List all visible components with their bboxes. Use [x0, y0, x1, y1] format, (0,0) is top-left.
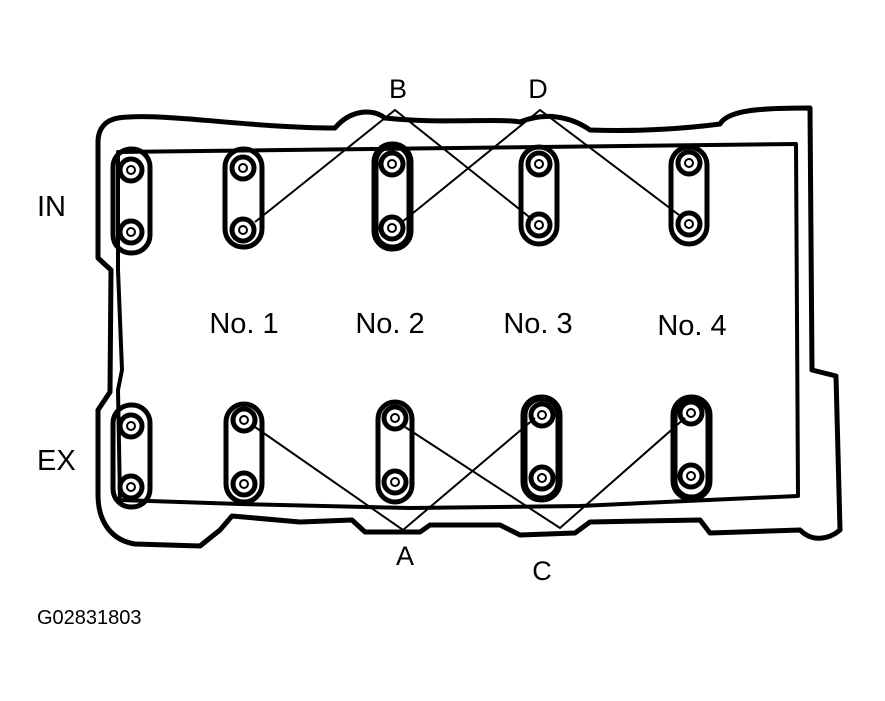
bolt-head	[675, 210, 703, 238]
bolt-head	[117, 473, 145, 501]
head-outline	[95, 105, 843, 549]
intake-cap-5	[668, 144, 710, 247]
leader-lines	[254, 108, 686, 532]
bolt-head	[230, 470, 258, 498]
figure-code: G02831803	[37, 607, 142, 629]
exhaust-cap-4	[520, 394, 563, 503]
bolt-head	[525, 150, 553, 178]
leader-c	[404, 417, 686, 530]
point-label-d: D	[528, 74, 548, 104]
leader-b	[254, 108, 534, 223]
bolt-head	[381, 468, 409, 496]
cylinder-label-2: No. 2	[355, 308, 424, 340]
intake-cap-4	[518, 144, 560, 247]
bolt-head	[229, 154, 257, 182]
cylinder-label-3: No. 3	[503, 308, 572, 340]
bolt-head	[528, 464, 556, 492]
cylinder-label-1: No. 1	[209, 308, 278, 340]
bolt-head	[117, 412, 145, 440]
exhaust-cap-2	[223, 401, 265, 505]
exhaust-cap-5	[670, 394, 713, 502]
bolt-head	[378, 214, 406, 242]
bolt-head	[117, 218, 145, 246]
intake-cap-1	[110, 146, 153, 256]
point-label-a: A	[396, 541, 414, 571]
exhaust-cap-1	[110, 402, 153, 510]
leader-d	[401, 108, 684, 223]
bolt-head	[675, 149, 703, 177]
bolt-head	[230, 406, 258, 434]
bolt-head	[117, 156, 145, 184]
bolt-head	[525, 211, 553, 239]
bolt-head	[229, 216, 257, 244]
intake-cap-2	[222, 146, 265, 250]
bolt-head	[677, 462, 705, 490]
point-label-c: C	[532, 556, 552, 586]
bolt-head	[381, 404, 409, 432]
bolt-head	[528, 401, 556, 429]
intake-label: IN	[37, 191, 66, 223]
bolt-head	[378, 150, 406, 178]
bolt-head	[677, 399, 705, 427]
exhaust-label: EX	[37, 445, 76, 477]
intake-cap-3	[371, 141, 414, 252]
cylinder-label-4: No. 4	[657, 310, 726, 342]
exhaust-cap-3	[375, 399, 415, 505]
leader-a	[254, 417, 536, 532]
inner-frame	[116, 142, 800, 510]
point-label-b: B	[389, 74, 407, 104]
